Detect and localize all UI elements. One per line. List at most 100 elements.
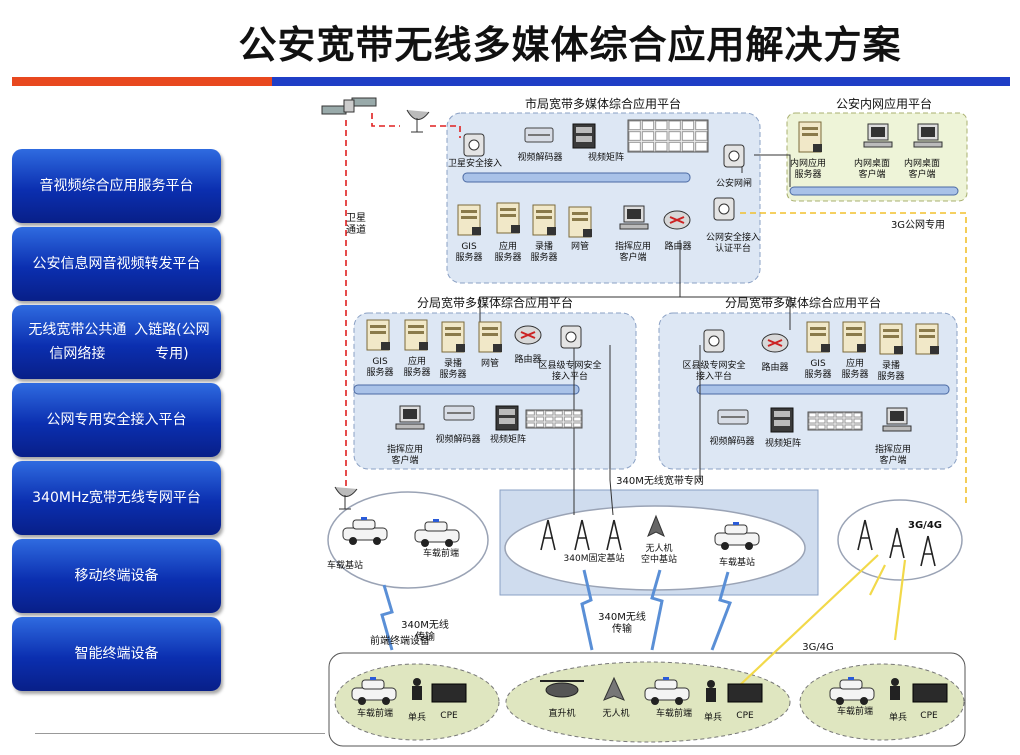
cloud-left xyxy=(327,491,489,589)
bl-app-label: 应用服务器 xyxy=(403,355,430,378)
tm-soldier-icon xyxy=(706,680,716,702)
bl-router-label: 路由器 xyxy=(514,353,541,365)
br-app-label: 应用服务器 xyxy=(841,357,868,380)
menu-item-5[interactable]: 340MHz宽带无线专网平台 xyxy=(12,461,221,535)
menu-item-label: 台 xyxy=(186,256,201,272)
tm-heli-label: 直升机 xyxy=(548,707,575,719)
city-router-icon xyxy=(663,210,691,230)
branch-left-title: 分局宽带多媒体综合应用平台 xyxy=(417,295,573,310)
menu-item-label: 公安信息网音视频转发平 xyxy=(32,256,187,272)
br-app-icon xyxy=(842,321,866,353)
tm-drone-label: 无人机 xyxy=(602,707,629,719)
title-underline-blue xyxy=(272,77,1010,86)
city-platform-box xyxy=(446,112,761,284)
wireless-left-sub-label: 前端终端设备 xyxy=(370,634,430,647)
br-rec-icon xyxy=(879,323,903,355)
tr-soldier-icon xyxy=(890,678,900,700)
bl-client-label: 指挥应用客户端 xyxy=(387,443,423,466)
bl-rec-icon xyxy=(441,321,465,353)
record-server-icon xyxy=(532,204,556,236)
footer-divider xyxy=(35,733,325,734)
menu-item-3[interactable]: 无线宽带公共通信网络接入链路(公网专用) xyxy=(12,305,221,379)
left-vehicle-station-label: 车载基站 xyxy=(327,559,363,571)
video-decoder-label: 视频解码器 xyxy=(517,151,562,163)
vehicle-station-icon xyxy=(714,522,760,550)
fixed-station-label: 340M固定基站 xyxy=(564,552,625,564)
wireless-mid-label: 340M无线传输 xyxy=(598,610,646,635)
record-server-label: 录播服务器 xyxy=(530,240,557,263)
auth-platform-label: 公网安全接入认证平台 xyxy=(706,231,760,254)
intranet-platform-title: 公安内网应用平台 xyxy=(836,96,932,111)
title-underline-red xyxy=(12,77,272,86)
br-decoder-label: 视频解码器 xyxy=(709,435,754,447)
connections xyxy=(479,150,791,516)
tm-car-label: 车载前端 xyxy=(656,707,692,719)
gis-server-icon xyxy=(457,204,481,236)
menu-item-7[interactable]: 智能终端设备 xyxy=(12,617,221,691)
video-matrix-icon xyxy=(572,123,596,149)
uav-station-label: 无人机空中基站 xyxy=(641,542,677,565)
branch-right-title: 分局宽带多媒体综合应用平台 xyxy=(725,295,881,310)
tr-soldier-label: 单兵 xyxy=(889,711,907,723)
bl-access-icon xyxy=(560,325,582,349)
tl-soldier-icon xyxy=(412,678,422,700)
br-extra-server-icon xyxy=(915,323,939,355)
bl-matrix-label: 视频矩阵 xyxy=(490,433,526,445)
command-client-icon xyxy=(619,205,649,230)
tr-cpe-icon xyxy=(912,683,948,703)
br-gis-icon xyxy=(806,321,830,353)
menu-item-4[interactable]: 公网专用安全接入平台 xyxy=(12,383,221,457)
app-server-icon xyxy=(496,202,520,234)
branch-left-bus xyxy=(353,384,580,395)
intranet-desktop-1-label: 内网桌面客户端 xyxy=(854,157,890,180)
3g4g-wireless xyxy=(739,554,907,686)
city-bus xyxy=(462,172,691,183)
br-access-icon xyxy=(703,329,725,353)
br-client-icon xyxy=(882,407,912,432)
tg4g-link-label: 3G/4G xyxy=(802,642,834,653)
vehicle-dish-icon xyxy=(334,486,358,510)
menu-item-label: 入链路(公网专用) xyxy=(134,322,210,362)
menu-item-label: 移动终端设备 xyxy=(74,568,159,584)
fixed-tower-3-icon xyxy=(606,519,622,551)
menu-item-1[interactable]: 音视频综合应用服务平台 xyxy=(12,149,221,223)
menu-item-label: 无线宽带公共通信网络接 xyxy=(28,322,127,362)
bl-router-icon xyxy=(514,325,542,345)
br-decoder-icon xyxy=(717,409,749,425)
left-patrol-car-icon xyxy=(414,519,460,547)
video-wall-icon xyxy=(627,119,709,153)
tr-car-icon xyxy=(829,677,875,705)
satellite-link xyxy=(345,113,461,500)
340-wireless xyxy=(380,569,732,651)
wireless-left-label: 340M无线传输 xyxy=(401,618,449,643)
helicopter-icon xyxy=(540,680,584,698)
menu-item-2[interactable]: 公安信息网音视频转发平台 xyxy=(12,227,221,301)
auth-platform-icon xyxy=(713,197,735,221)
menu-item-label: 公网专用安全接入平台 xyxy=(46,412,187,428)
intranet-server-icon xyxy=(798,121,822,153)
br-rec-label: 录播服务器 xyxy=(877,359,904,382)
br-client-label: 指挥应用客户端 xyxy=(875,443,911,466)
netmgr-server-icon xyxy=(568,206,592,238)
tr-cpe-label: CPE xyxy=(920,711,938,721)
app-server-label: 应用服务器 xyxy=(494,240,521,263)
tl-car-icon xyxy=(351,677,397,705)
tm-cpe-label: CPE xyxy=(736,711,754,721)
menu-item-6[interactable]: 移动终端设备 xyxy=(12,539,221,613)
tg4g-label: 3G/4G xyxy=(908,520,942,531)
menu-item-label: 340MHz宽带无线专网平台 xyxy=(32,490,201,506)
tl-soldier-label: 单兵 xyxy=(408,711,426,723)
satellite-dish-icon xyxy=(406,109,430,133)
sat-access-label: 卫星安全接入 xyxy=(448,157,502,169)
fixed-tower-1-icon xyxy=(540,519,556,551)
branch-right-bus xyxy=(696,384,950,395)
drone-icon xyxy=(603,676,625,701)
satellite-channel-label: 卫星通道 xyxy=(346,212,366,236)
public-3g-label: 3G公网专用 xyxy=(891,218,945,231)
tl-car-label: 车载前端 xyxy=(357,707,393,719)
satellite-icon xyxy=(321,97,377,115)
vehicle-front-label: 车载前端 xyxy=(423,547,459,559)
